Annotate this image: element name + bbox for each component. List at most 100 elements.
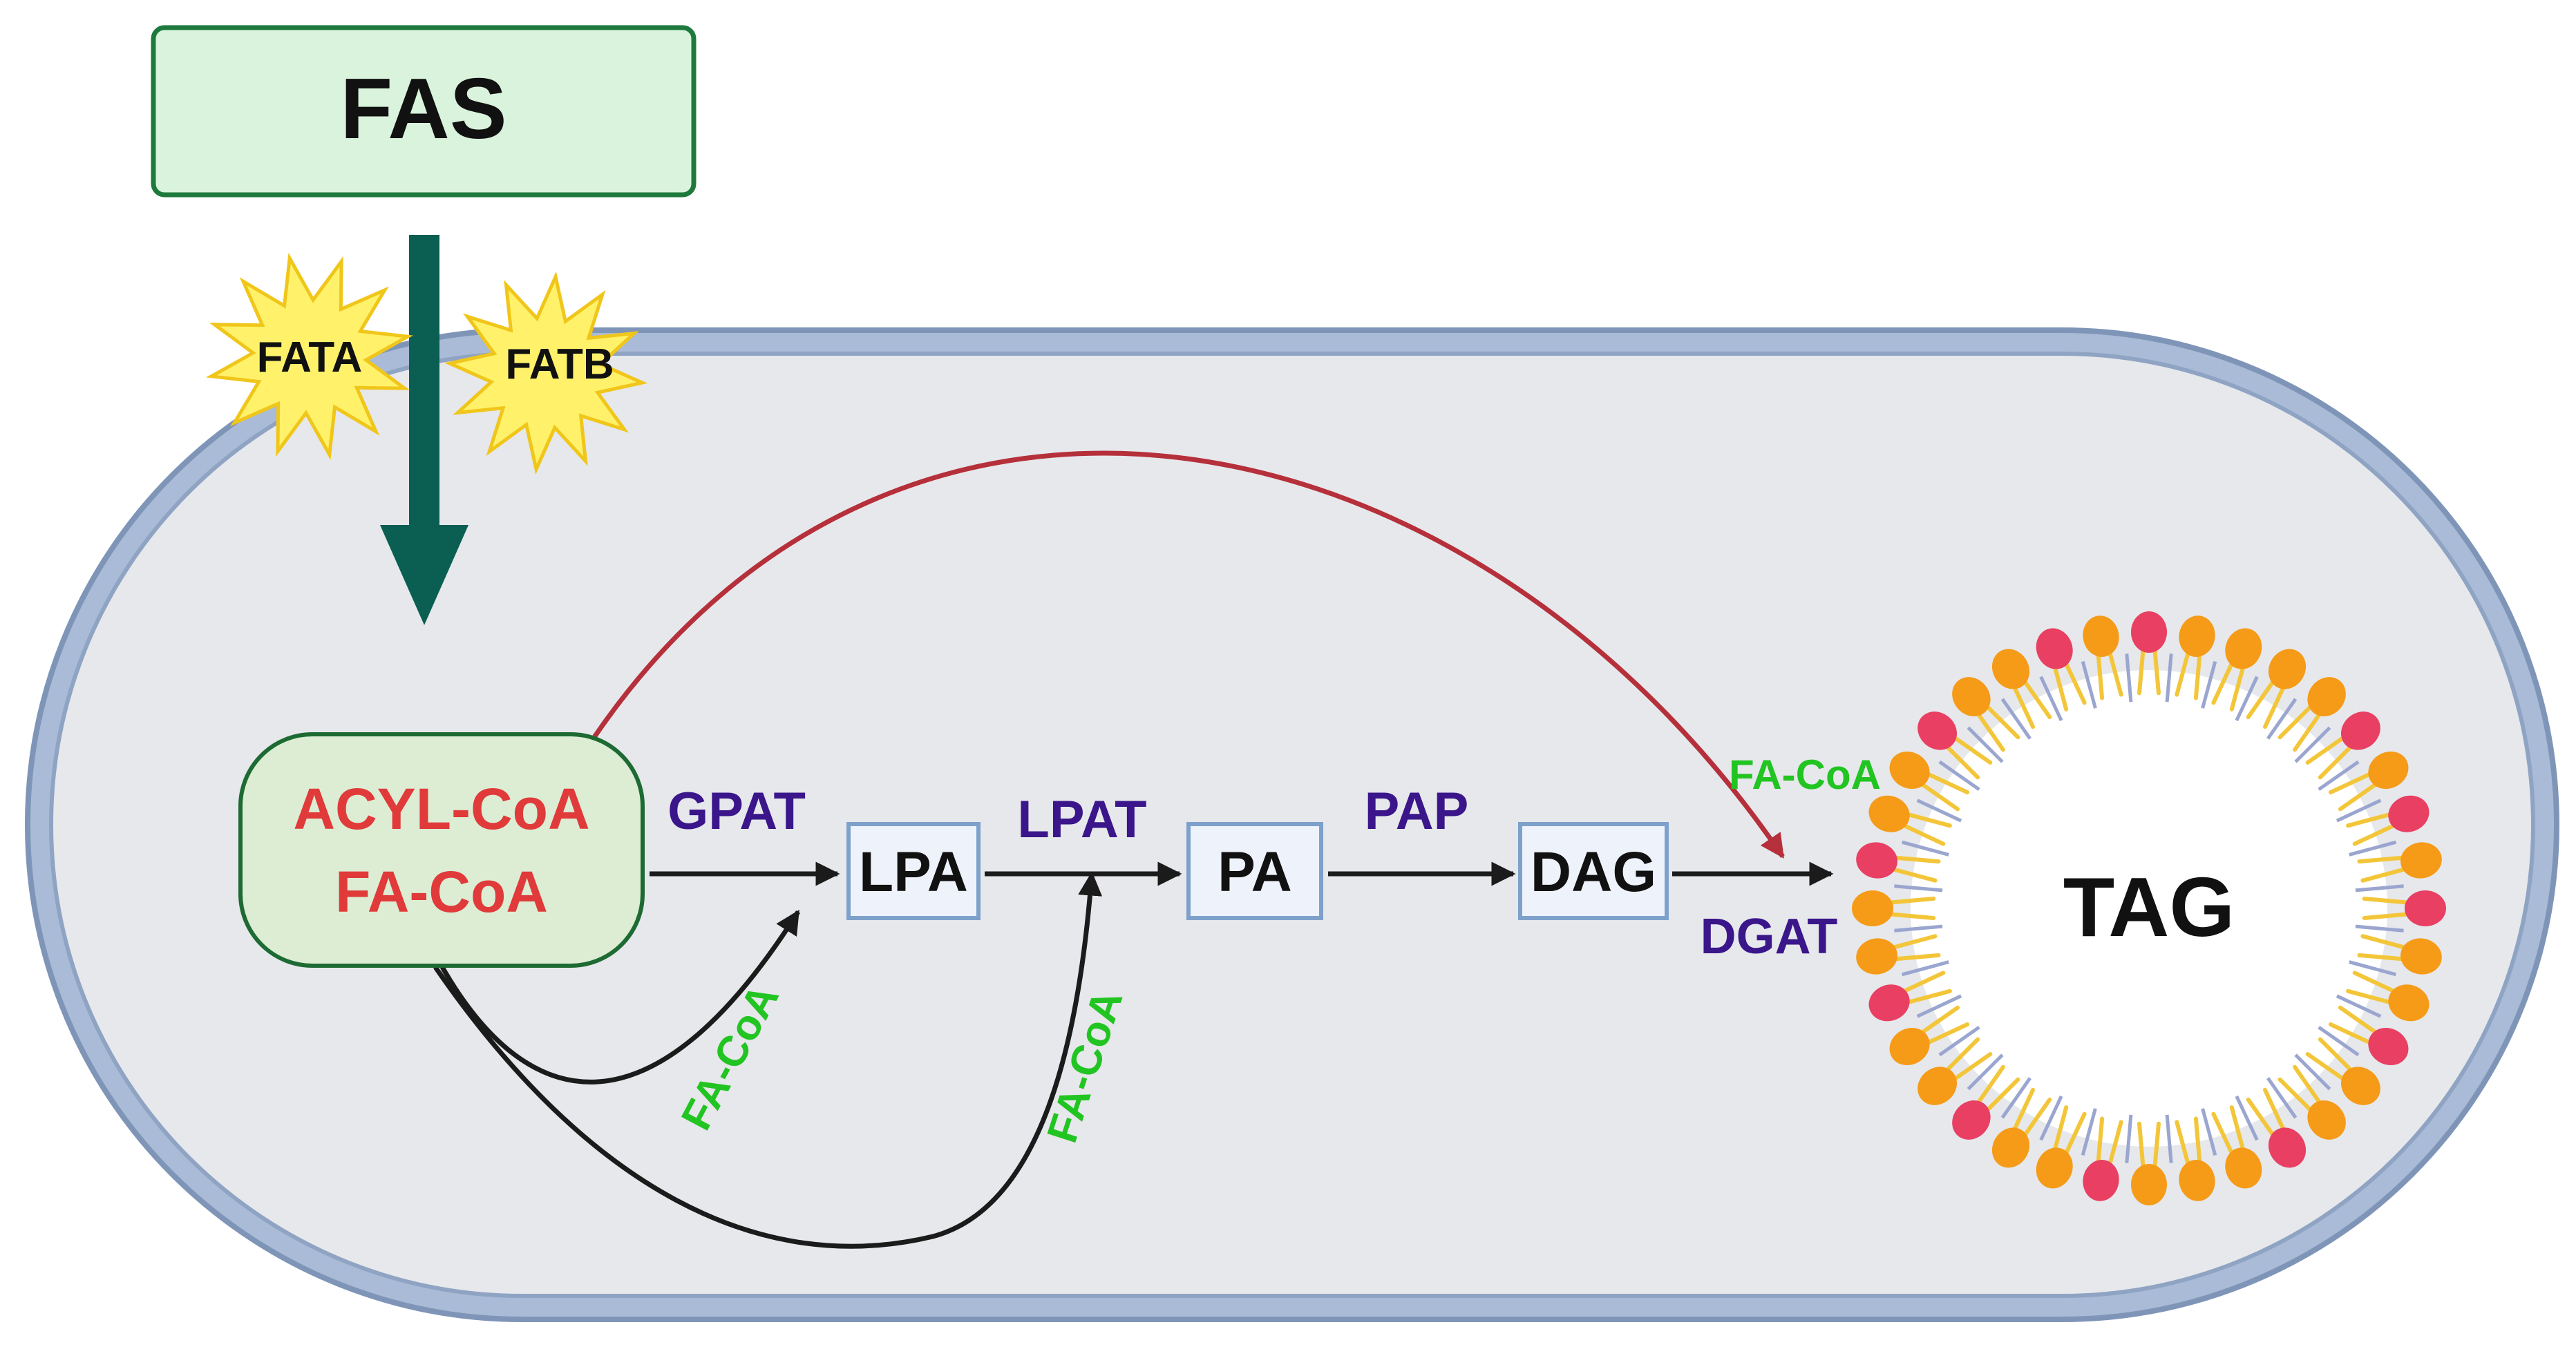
phospholipid-tail	[2246, 1097, 2276, 1138]
phospholipid-head	[2268, 649, 2307, 689]
pap-label: PAP	[1365, 782, 1469, 841]
phospholipid-tail	[1952, 735, 1993, 765]
fa-coa-tag-label: FA-CoA	[1729, 752, 1881, 798]
phospholipid-head	[1917, 1067, 1958, 1105]
fa-coa-to-lpa-arrow	[439, 910, 800, 1085]
phospholipid-tail	[1920, 1005, 1960, 1035]
phospholipid-head	[2179, 615, 2215, 657]
phospholipid-head	[2036, 1147, 2073, 1189]
phospholipid-tail	[2096, 1116, 2105, 1165]
phospholipid-tail	[2022, 1097, 2052, 1138]
phospholipid-head	[2036, 628, 2073, 669]
phospholipid-tail	[2211, 1111, 2235, 1156]
fa-coa-to-pa-arrow	[433, 871, 1103, 1249]
lpa-label: LPA	[859, 841, 968, 904]
phospholipid-tail	[2357, 855, 2405, 864]
phospholipid-tail	[2012, 1087, 2035, 1132]
phospholipid-tail	[2346, 812, 2393, 828]
phospholipid-tail	[2318, 744, 2354, 780]
phospholipid-linker	[2165, 653, 2173, 703]
phospholipid-tail	[2293, 711, 2322, 752]
phospholipid-linker	[1916, 799, 1962, 823]
pa-box: PA	[1186, 822, 1323, 920]
phospholipid-tail	[2360, 934, 2407, 950]
phospholipid-head	[2083, 615, 2119, 657]
phospholipid-tail	[2108, 650, 2123, 697]
phospholipid-tail	[2211, 660, 2235, 705]
phospholipid-head	[2340, 1067, 2380, 1105]
phospholipid-tail	[2346, 988, 2393, 1005]
phospholipid-linker	[2125, 1114, 2133, 1163]
phospholipid-tail	[1985, 704, 2020, 740]
phospholipid-tail	[2318, 1037, 2354, 1073]
phospholipid-linker	[2039, 676, 2063, 722]
phospholipid-linker	[1967, 1053, 2004, 1091]
phospholipid-tail	[1952, 1052, 1993, 1082]
phospholipid-tail	[2305, 735, 2346, 765]
phospholipid-linker	[2201, 1108, 2217, 1156]
phospholipid-head	[1889, 751, 1930, 790]
phospholipid-linker	[2336, 994, 2382, 1018]
phospholipid-linker	[2318, 1026, 2360, 1057]
phospholipid-tail	[2263, 685, 2286, 729]
pa-label: PA	[1218, 841, 1292, 904]
phospholipid-tail	[2277, 1077, 2313, 1113]
phospholipid-head	[1852, 890, 1893, 926]
phospholipid-tail	[1976, 1064, 2005, 1105]
phospholipid-tail	[1925, 1022, 1970, 1045]
phospholipid-linker	[1967, 726, 2004, 763]
tag-label: TAG	[2063, 860, 2235, 954]
phospholipid-linker	[1938, 1026, 1980, 1057]
phospholipid-tail	[2063, 1111, 2087, 1156]
phospholipid-head	[2368, 751, 2409, 790]
phospholipid-head	[2268, 1127, 2307, 1168]
phospholipid-tail	[1905, 812, 1952, 828]
phospholipid-linker	[2165, 1114, 2173, 1163]
phospholipid-tail	[1888, 912, 1936, 920]
phospholipid-head	[1856, 842, 1897, 879]
phospholipid-head	[1991, 649, 2030, 689]
phospholipid-head	[1917, 711, 1958, 750]
fas-import-arrow	[380, 235, 468, 625]
phospholipid-linker	[2336, 799, 2382, 823]
phospholipid-tail	[2152, 1121, 2161, 1169]
phospholipid-head	[1868, 984, 1910, 1022]
acyl-coa-pool: ACYL-CoA FA-CoA	[238, 732, 645, 968]
fatb-label: FATB	[505, 341, 614, 388]
phospholipid-head	[1856, 938, 1897, 975]
phospholipid-linker	[2039, 1095, 2063, 1141]
fata-star: FATA	[205, 252, 414, 461]
phospholipid-linker	[2266, 698, 2298, 740]
phospholipid-tail	[1893, 855, 1941, 864]
phospholipid-tail	[2063, 660, 2087, 705]
phospholipid-tail	[1920, 781, 1960, 812]
lipid-droplet: TAG	[1852, 611, 2446, 1205]
phospholipid-linker	[1916, 994, 1962, 1018]
phospholipid-head	[1952, 677, 1991, 717]
phospholipid-tail	[2362, 912, 2410, 920]
phospholipid-tail	[2352, 971, 2397, 994]
phospholipid-tail	[2137, 647, 2146, 696]
phospholipid-linker	[2235, 676, 2259, 722]
phospholipid-head	[1889, 1027, 1930, 1066]
phospholipid-tail	[2052, 665, 2069, 711]
phospholipid-linker	[1901, 840, 1949, 857]
phospholipid-linker	[2349, 960, 2397, 977]
dag-label: DAG	[1531, 841, 1656, 904]
phospholipid-tail	[2193, 652, 2202, 700]
phospholipid-head	[2400, 842, 2442, 879]
phospholipid-head	[2307, 677, 2346, 717]
phospholipid-monolayer	[1852, 611, 2446, 1205]
fas-label: FAS	[340, 61, 506, 157]
phospholipid-tail	[2096, 652, 2105, 700]
phospholipid-tail	[1888, 897, 1936, 905]
phospholipid-tail	[2108, 1120, 2123, 1167]
phospholipid-tail	[2352, 823, 2397, 846]
phospholipid-head	[2368, 1027, 2409, 1066]
phospholipid-tail	[1901, 971, 1946, 994]
lpa-box: LPA	[846, 822, 981, 920]
phospholipid-tail	[2263, 1087, 2286, 1132]
phospholipid-tail	[1905, 988, 1952, 1005]
phospholipid-tail	[2338, 781, 2378, 812]
